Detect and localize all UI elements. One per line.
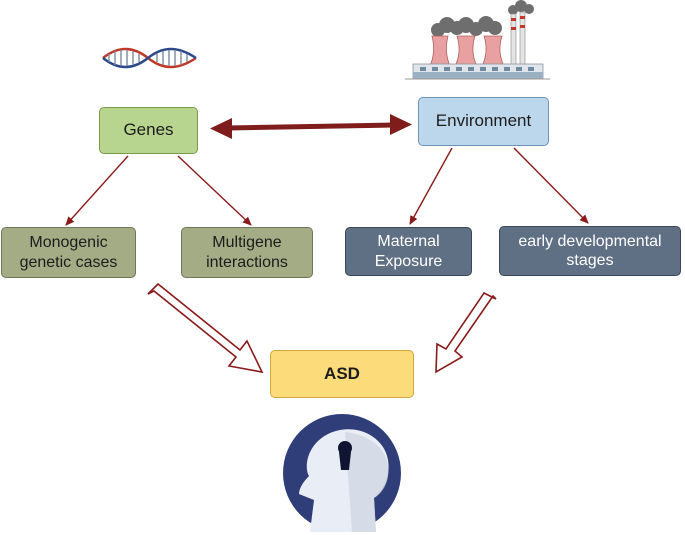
maternal-line-1: Maternal [377, 233, 440, 251]
maternal-exposure-node: Maternal Exposure [345, 227, 472, 276]
multigene-node: Multigene interactions [181, 227, 313, 278]
monogenic-line-2: genetic cases [19, 253, 118, 271]
multigene-line-1: Multigene [212, 234, 282, 252]
multigene-line-2: interactions [206, 253, 288, 271]
multigene-label: Multigene interactions [206, 233, 288, 271]
early-line-1: early developmental [518, 232, 662, 250]
monogenic-node: Monogenic genetic cases [1, 227, 136, 278]
arrow-genes-to-multigene [177, 155, 252, 226]
dna-helix-icon [102, 47, 197, 69]
genes-environment-double-arrow [210, 114, 412, 139]
maternal-label: Maternal Exposure [375, 232, 443, 270]
arrow-environment-to-maternal [409, 147, 453, 225]
branch-arrows [65, 147, 589, 226]
early-developmental-node: early developmental stages [499, 226, 681, 276]
early-label: early developmental stages [518, 232, 661, 270]
hollow-arrow-left-to-asd [147, 282, 264, 374]
environment-label: Environment [435, 111, 532, 131]
arrow-environment-to-early [513, 147, 589, 224]
monogenic-line-1: Monogenic [29, 234, 108, 252]
factory-icon [405, 0, 550, 80]
monogenic-label: Monogenic genetic cases [20, 233, 118, 271]
early-line-2: stages [566, 252, 614, 269]
arrow-genes-to-monogenic [65, 155, 129, 226]
environment-node: Environment [418, 97, 549, 146]
head-keyhole-icon [283, 414, 401, 532]
asd-node: ASD [270, 350, 414, 398]
genes-node: Genes [99, 107, 198, 154]
hollow-arrow-right-to-asd [435, 291, 497, 374]
maternal-line-2: Exposure [374, 252, 443, 270]
genes-label: Genes [123, 120, 174, 140]
asd-label: ASD [324, 363, 360, 383]
